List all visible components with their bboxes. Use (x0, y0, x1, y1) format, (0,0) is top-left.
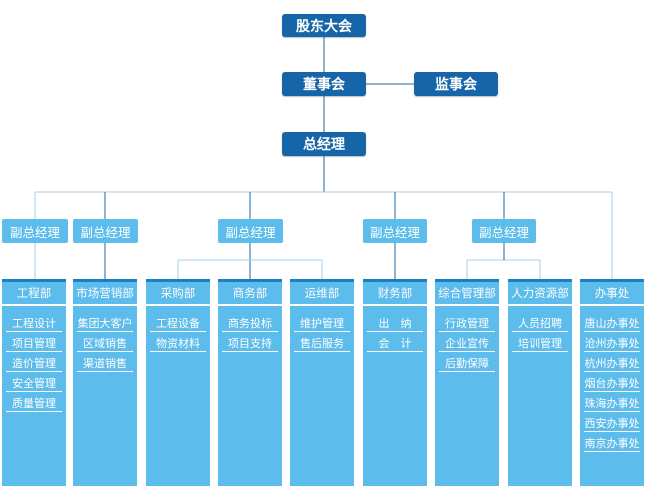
vp-box-1: 副总经理 (2, 219, 68, 243)
dept-header: 财务部 (363, 279, 427, 304)
list-item: 珠海办事处 (584, 397, 640, 412)
dept-offices: 办事处 唐山办事处 沧州办事处 杭州办事处 烟台办事处 珠海办事处 西安办事处 … (580, 279, 644, 486)
list-item: 西安办事处 (584, 417, 640, 432)
dept-items: 行政管理 企业宣传 后勤保障 (435, 316, 499, 376)
list-item: 售后服务 (294, 336, 350, 352)
list-item: 人员招聘 (512, 316, 568, 332)
list-item: 渠道销售 (77, 356, 133, 372)
dept-items: 维护管理 售后服务 (290, 316, 354, 356)
header-divider (508, 304, 572, 306)
header-divider (218, 304, 282, 306)
dept-marketing: 市场营销部 集团大客户 区域销售 渠道销售 (73, 279, 137, 486)
list-item: 唐山办事处 (584, 317, 640, 332)
dept-hr: 人力资源部 人员招聘 培训管理 (508, 279, 572, 486)
dept-items: 商务投标 项目支持 (218, 316, 282, 356)
supervisors-box: 监事会 (414, 72, 498, 96)
dept-items: 出 纳 会 计 (363, 316, 427, 356)
list-item: 行政管理 (439, 316, 495, 332)
dept-purchasing: 采购部 工程设备 物资材料 (146, 279, 210, 486)
list-item: 杭州办事处 (584, 357, 640, 372)
list-item: 工程设计 (6, 316, 62, 332)
list-item: 南京办事处 (584, 437, 640, 452)
dept-items: 工程设计 项目管理 造价管理 安全管理 质量管理 (2, 316, 66, 416)
dept-header: 办事处 (580, 279, 644, 304)
list-item: 工程设备 (150, 316, 206, 332)
dept-items: 工程设备 物资材料 (146, 316, 210, 356)
dept-header: 工程部 (2, 279, 66, 304)
dept-header: 运维部 (290, 279, 354, 304)
board-box: 董事会 (282, 72, 366, 96)
shareholders-box: 股东大会 (282, 14, 366, 37)
list-item: 企业宣传 (439, 336, 495, 352)
dept-items: 唐山办事处 沧州办事处 杭州办事处 烟台办事处 珠海办事处 西安办事处 南京办事… (580, 316, 644, 456)
header-divider (363, 304, 427, 306)
dept-finance: 财务部 出 纳 会 计 (363, 279, 427, 486)
header-divider (580, 304, 644, 306)
dept-items: 集团大客户 区域销售 渠道销售 (73, 316, 137, 376)
list-item: 沧州办事处 (584, 337, 640, 352)
dept-header: 市场营销部 (73, 279, 137, 304)
vp-box-5: 副总经理 (472, 219, 536, 243)
list-item: 项目管理 (6, 336, 62, 352)
dept-items: 人员招聘 培训管理 (508, 316, 572, 356)
list-item: 烟台办事处 (584, 377, 640, 392)
general-manager-box: 总经理 (282, 132, 366, 156)
list-item: 培训管理 (512, 336, 568, 352)
list-item: 区域销售 (77, 336, 133, 352)
dept-header: 综合管理部 (435, 279, 499, 304)
dept-header: 采购部 (146, 279, 210, 304)
dept-operations: 运维部 维护管理 售后服务 (290, 279, 354, 486)
list-item: 物资材料 (150, 336, 206, 352)
header-divider (435, 304, 499, 306)
dept-header: 人力资源部 (508, 279, 572, 304)
header-divider (73, 304, 137, 306)
vp-box-2: 副总经理 (73, 219, 138, 243)
dept-header: 商务部 (218, 279, 282, 304)
list-item: 会 计 (367, 336, 423, 352)
vp-box-4: 副总经理 (363, 219, 427, 243)
dept-engineering: 工程部 工程设计 项目管理 造价管理 安全管理 质量管理 (2, 279, 66, 486)
header-divider (290, 304, 354, 306)
list-item: 集团大客户 (77, 317, 133, 332)
list-item: 质量管理 (6, 396, 62, 412)
vp-box-3: 副总经理 (218, 219, 283, 243)
header-divider (146, 304, 210, 306)
list-item: 出 纳 (367, 316, 423, 332)
header-divider (2, 304, 66, 306)
list-item: 维护管理 (294, 316, 350, 332)
list-item: 造价管理 (6, 356, 62, 372)
list-item: 安全管理 (6, 376, 62, 392)
list-item: 商务投标 (222, 316, 278, 332)
list-item: 项目支持 (222, 336, 278, 352)
list-item: 后勤保障 (439, 356, 495, 372)
dept-admin: 综合管理部 行政管理 企业宣传 后勤保障 (435, 279, 499, 486)
dept-business: 商务部 商务投标 项目支持 (218, 279, 282, 486)
